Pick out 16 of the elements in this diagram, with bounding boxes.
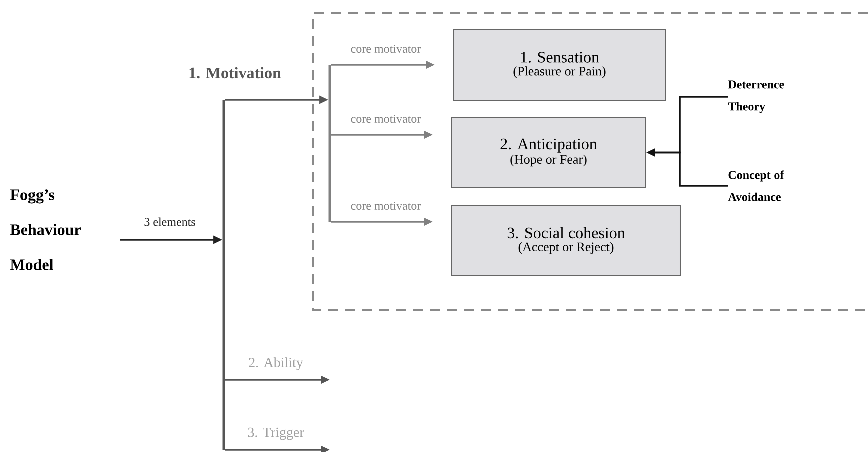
edge-label: 3 elements (144, 218, 196, 226)
trunk-line (328, 65, 332, 222)
edge-label: 2. Ability (249, 358, 304, 370)
edge-label: 3. Trigger (248, 428, 304, 440)
motivator-box: 3. Social cohesion (Accept or Reject) (451, 205, 682, 276)
theory-label: Concept of Avoidance (728, 170, 784, 202)
dashed-region (312, 12, 868, 311)
trunk-line (222, 100, 226, 450)
edge-label: core motivator (351, 44, 422, 54)
edge-label: core motivator (351, 202, 422, 210)
edge-label: core motivator (351, 114, 422, 124)
motivator-box: 2. Anticipation (Hope or Fear) (451, 117, 646, 188)
motivator-box: 1. Sensation (Pleasure or Pain) (453, 29, 666, 102)
theory-label: Deterrence Theory (728, 80, 784, 114)
model-label: Fogg’s Behaviour Model (10, 190, 81, 270)
edge-label: 1. Motivation (190, 67, 282, 79)
